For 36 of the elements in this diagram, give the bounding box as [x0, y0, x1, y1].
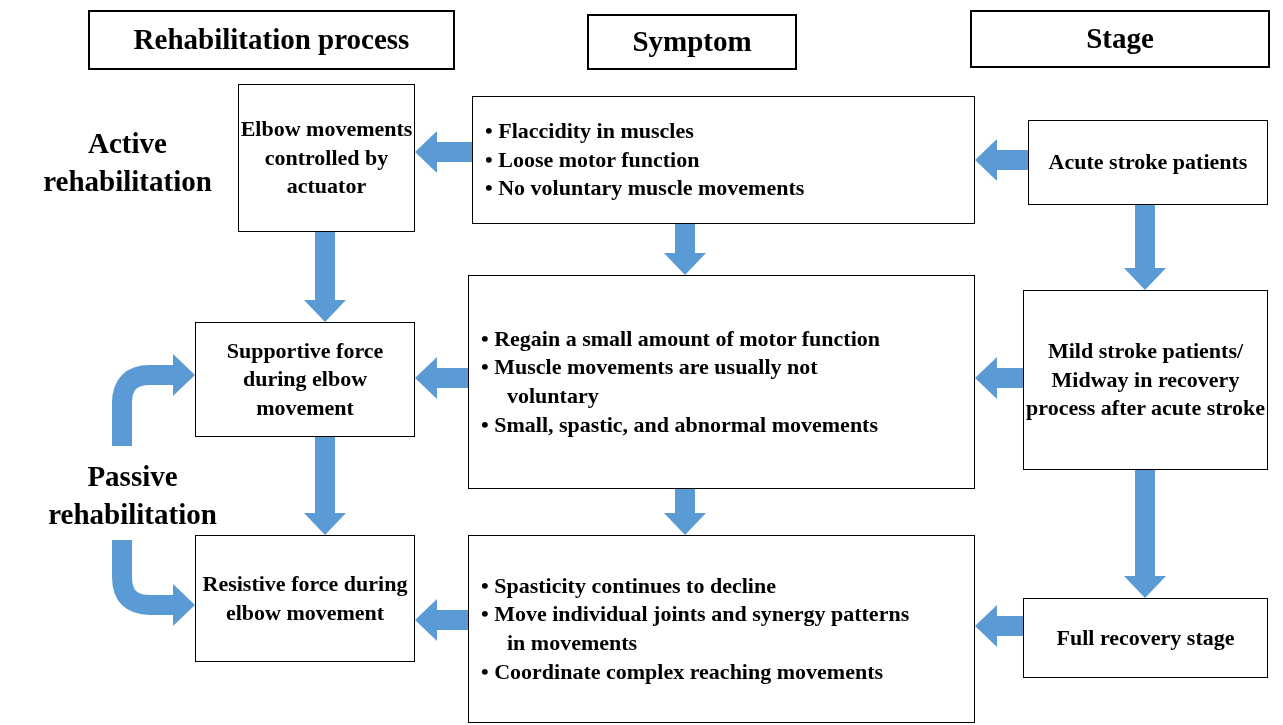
block-arrow [664, 489, 706, 535]
block-arrow [664, 224, 706, 275]
symptom-box [468, 275, 975, 489]
block-arrow [975, 605, 1023, 647]
bullet-text: • Flaccidity in muscles [485, 117, 695, 146]
block-arrow [415, 599, 468, 641]
column-header: Stage [970, 10, 1270, 68]
block-arrow [304, 437, 346, 535]
process-box: Supportive force during elbow movement [195, 322, 415, 437]
section-label: Passive rehabilitation [25, 455, 240, 537]
section-label: Active rehabilitation [42, 126, 213, 199]
bullet-text: • No voluntary muscle movements [485, 174, 805, 203]
block-arrow [304, 232, 346, 322]
block-arrow [112, 540, 195, 626]
bullet-text: • Regain a small amount of motor function [481, 324, 882, 353]
stage-box: Mild stroke patients/ Midway in recovery process after acute stroke [1023, 290, 1268, 470]
stage-box: Acute stroke patients [1028, 120, 1268, 205]
block-arrow [415, 357, 468, 399]
stage-box: Full recovery stage [1023, 598, 1268, 678]
column-header: Rehabilitation process [88, 10, 455, 70]
bullet-text: • Loose motor function [485, 145, 701, 174]
column-header: Symptom [587, 14, 797, 70]
bullet-text: • Muscle movements are usually not voluntary [481, 353, 819, 410]
block-arrow [975, 357, 1023, 399]
block-arrow [415, 131, 472, 173]
process-box: Elbow movements controlled by actuator [238, 84, 415, 232]
bullet-text: • Coordinate complex reaching movements [481, 657, 884, 686]
symptom-box [472, 96, 975, 224]
bullet-text: • Spasticity continues to decline [481, 571, 777, 600]
symptom-box [468, 535, 975, 723]
block-arrow [1124, 205, 1166, 290]
block-arrow [1124, 470, 1166, 598]
block-arrow [975, 139, 1028, 181]
bullet-text: • Move individual joints and synergy patterns in movements [481, 600, 911, 657]
bullet-text: • Small, spastic, and abnormal movements [481, 410, 879, 439]
process-box: Resistive force during elbow movement [195, 535, 415, 662]
